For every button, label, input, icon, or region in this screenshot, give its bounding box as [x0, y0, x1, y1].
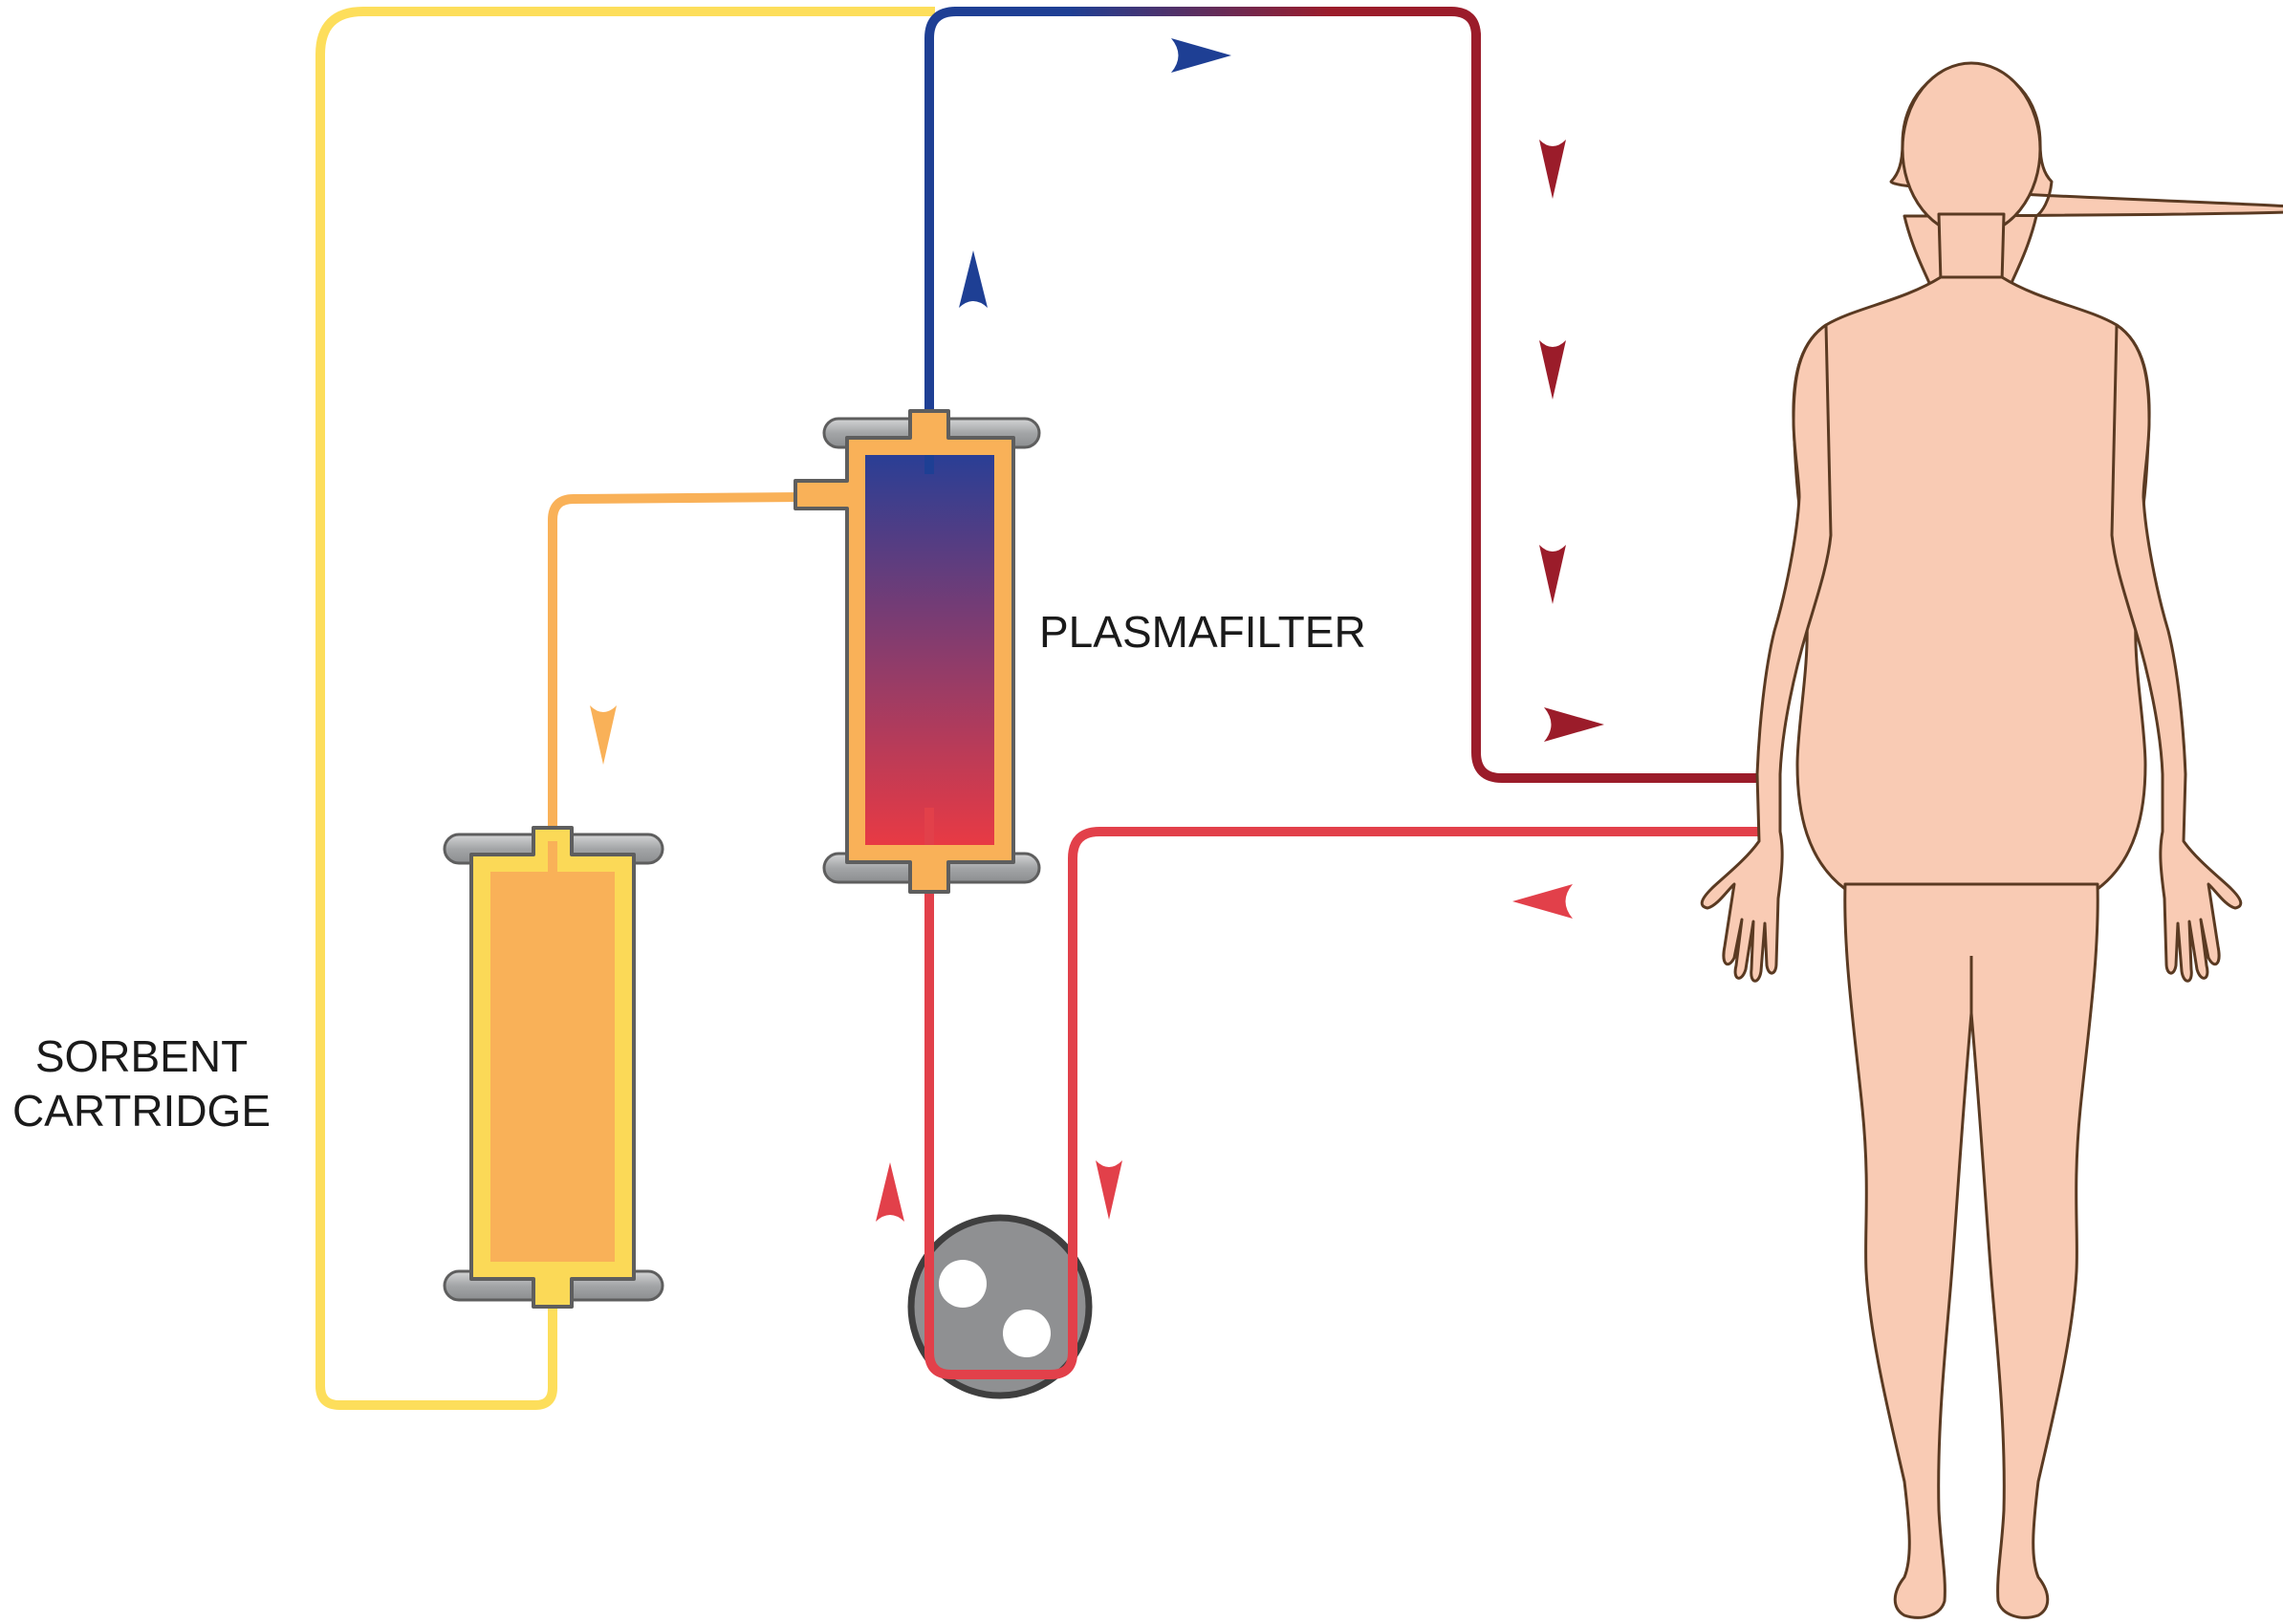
arrow-down-red-3: [1539, 545, 1566, 604]
flow-arrows: [590, 38, 1604, 1222]
arrow-down-red-right: [1096, 1160, 1122, 1220]
arrow-left-red: [1512, 884, 1573, 919]
arrow-down-red-2: [1539, 340, 1566, 400]
sorbent-cartridge-label-line2: CARTRIDGE: [12, 1086, 271, 1136]
arrow-right-red: [1544, 707, 1604, 742]
plasmafilter-label: PLASMAFILTER: [1039, 607, 1366, 657]
arrow-up-red-left: [876, 1162, 904, 1222]
return-line-top: [954, 7, 1481, 37]
human-body-icon: [1700, 61, 2283, 1619]
sorbent-cartridge-label-line1: SORBENT: [35, 1031, 248, 1081]
peristaltic-pump-icon: [907, 1214, 1093, 1399]
venous-outflow-line: [924, 7, 957, 459]
arrow-up-blue: [959, 250, 988, 308]
sorbent-return-line: [315, 7, 935, 1410]
plasmafilter: [794, 409, 1041, 894]
return-line: [1471, 30, 1773, 783]
arrow-down-red-1: [1539, 140, 1566, 199]
sorbent-cartridge: [443, 826, 664, 1309]
arrow-right-blue: [1171, 38, 1231, 73]
plasma-line: [548, 492, 802, 851]
arrow-down-orange: [590, 705, 617, 765]
